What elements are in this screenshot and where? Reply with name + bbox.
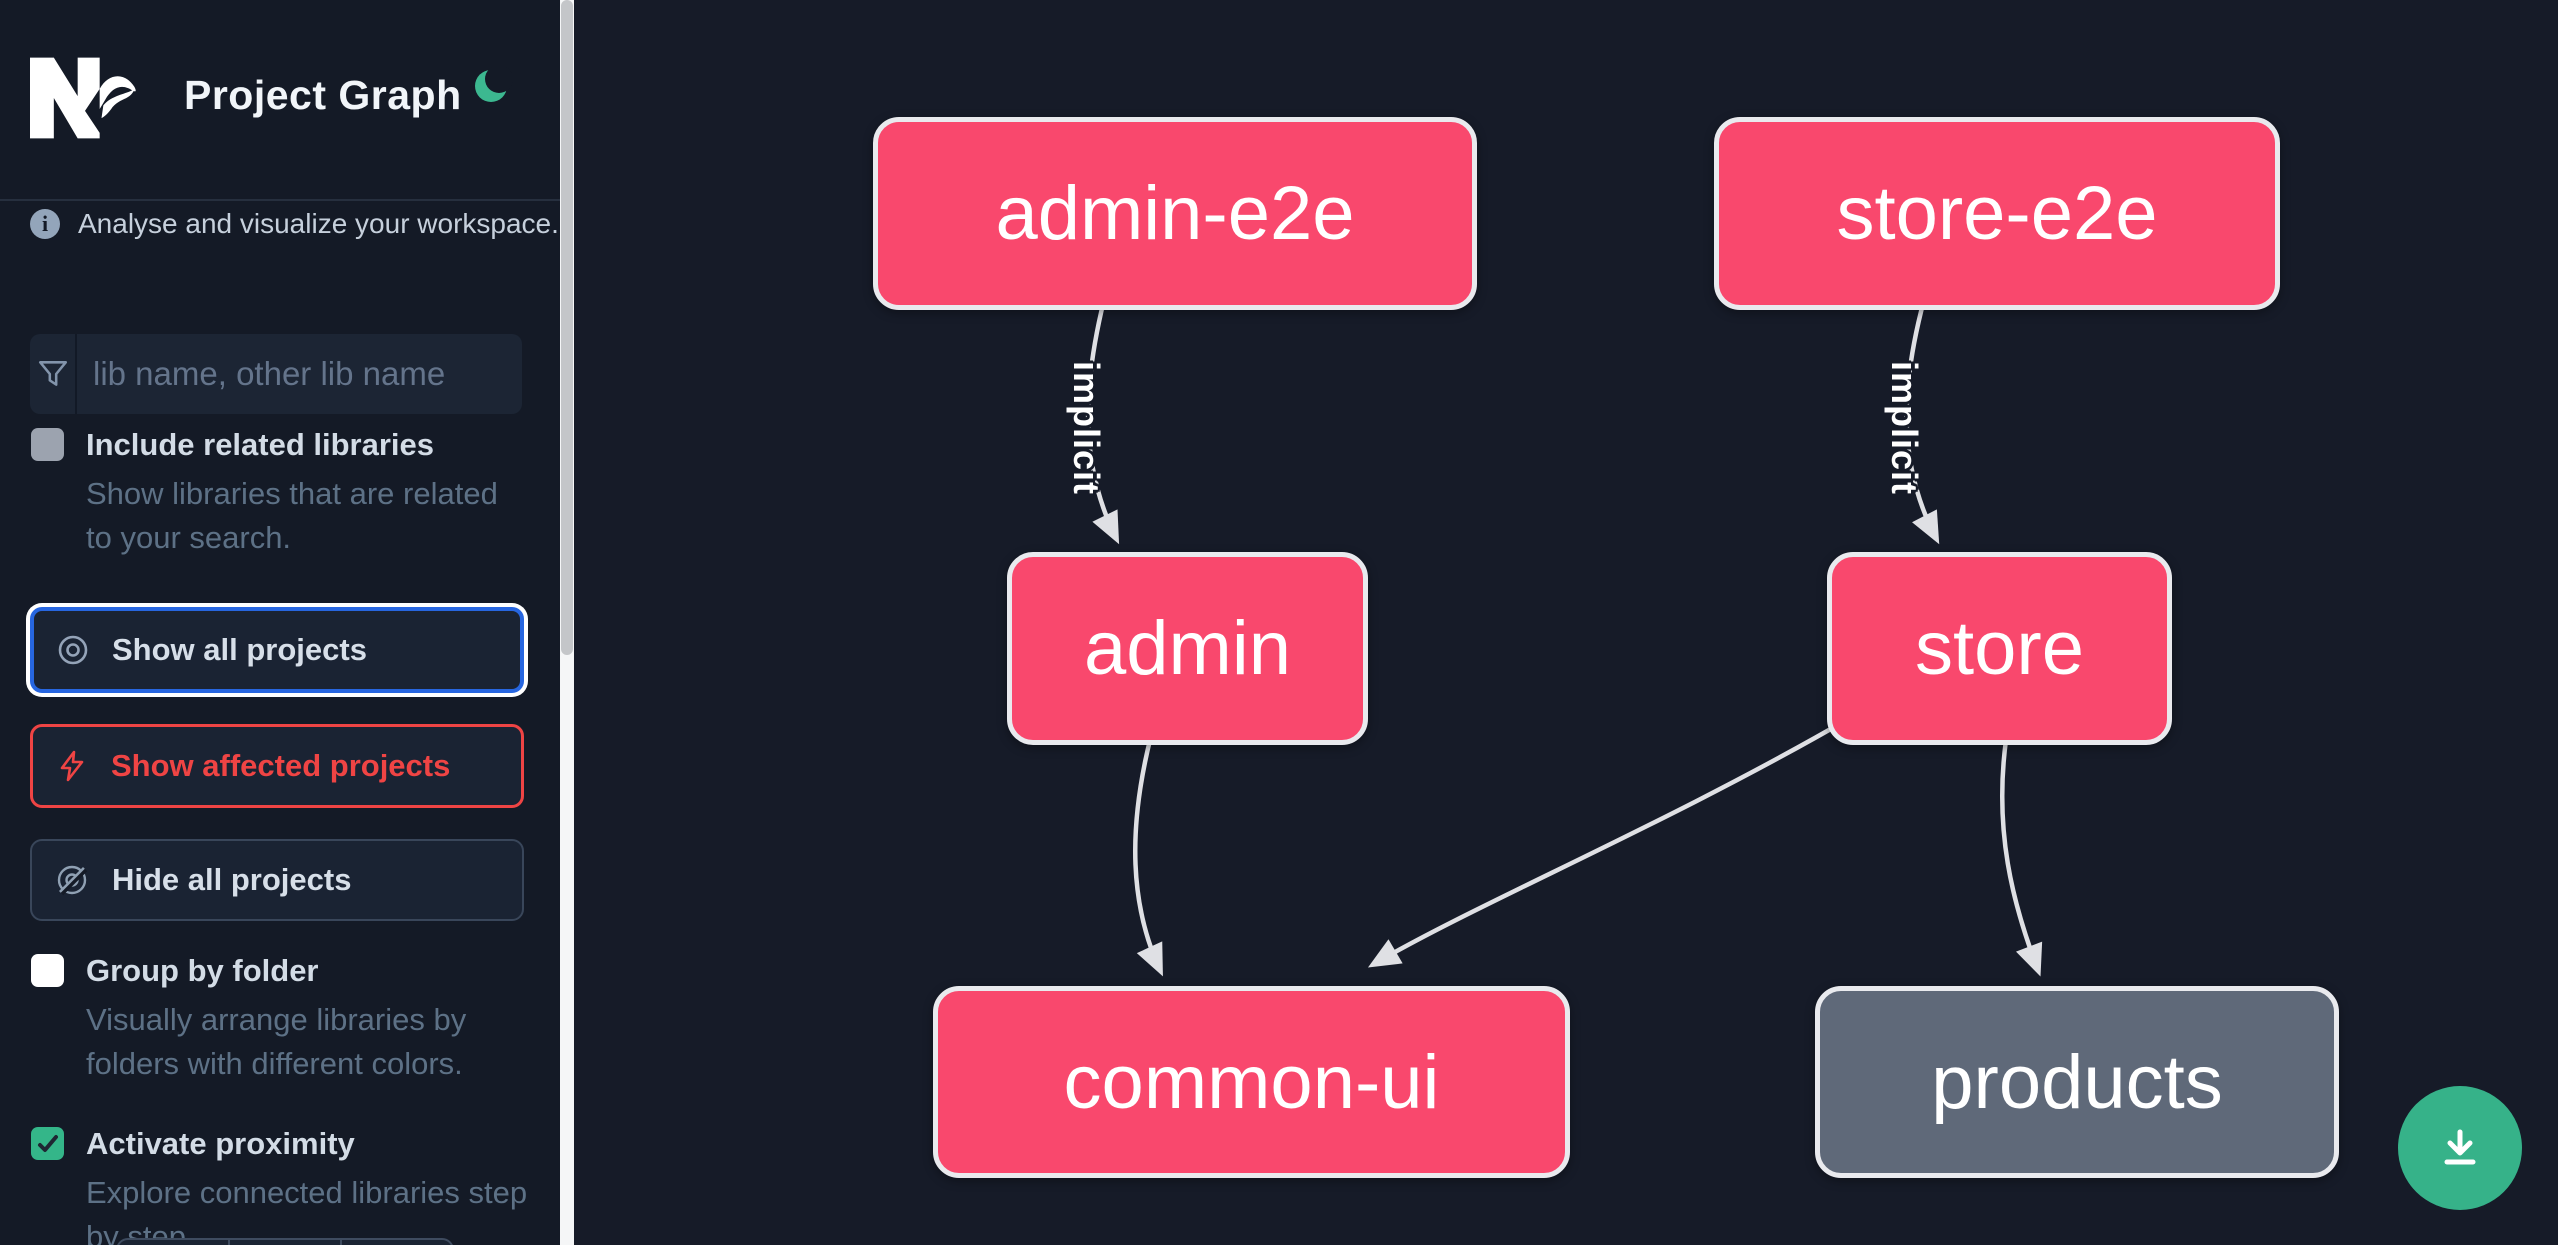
hide-all-projects-label: Hide all projects [112, 862, 352, 897]
moon-icon[interactable] [470, 64, 514, 108]
check-icon [37, 1134, 58, 1152]
edge-store-common-ui [1367, 716, 1852, 968]
node-label: store [1915, 606, 2084, 691]
stepper-segment[interactable] [342, 1240, 452, 1245]
toggle-label: Activate proximity [86, 1126, 355, 1161]
toggle-desc: Visually arrange libraries by folders wi… [86, 1002, 467, 1081]
node-label: admin [1084, 606, 1291, 691]
edge-admin-common-ui [1132, 739, 1163, 977]
checkbox-include-related[interactable] [31, 428, 64, 461]
toggle-activate-proximity: Activate proximity Explore connected lib… [31, 1123, 531, 1245]
stepper-segment[interactable] [230, 1240, 342, 1245]
eye-off-icon [57, 865, 88, 896]
nx-logo-icon [30, 57, 136, 139]
show-affected-projects-button[interactable]: Show affected projects [30, 724, 524, 808]
graph-node-store[interactable]: store [1827, 552, 2172, 745]
graph-node-common-ui[interactable]: common-ui [933, 986, 1570, 1178]
search-input[interactable] [77, 334, 522, 414]
edge-label-implicit: implicit [1066, 360, 1107, 496]
graph-canvas[interactable]: admin-e2e store-e2e admin store common-u… [574, 0, 2558, 1245]
checkbox-activate-proximity[interactable] [31, 1127, 64, 1160]
graph-node-admin[interactable]: admin [1007, 552, 1368, 745]
download-icon [2444, 1129, 2476, 1165]
toggle-label: Group by folder [86, 953, 319, 988]
toggle-label: Include related libraries [86, 427, 435, 462]
page-title: Project Graph [184, 72, 462, 118]
sidebar: Project Graph i Analyse and visualize yo… [0, 0, 560, 1245]
download-image-button[interactable] [2398, 1086, 2522, 1210]
toggle-desc: Show libraries that are related to your … [86, 476, 498, 555]
workspace-tagline-row: i Analyse and visualize your workspace. [30, 208, 559, 240]
hide-all-projects-button[interactable]: Hide all projects [30, 839, 524, 921]
sidebar-header: Project Graph [0, 0, 560, 201]
funnel-icon [30, 334, 77, 414]
graph-node-admin-e2e[interactable]: admin-e2e [873, 117, 1477, 310]
show-all-projects-button[interactable]: Show all projects [30, 607, 524, 693]
edge-store-products [2000, 739, 2043, 977]
toggle-group-by-folder: Group by folder Visually arrange librari… [31, 950, 531, 1086]
node-label: products [1931, 1039, 2223, 1125]
checkbox-group-by-folder[interactable] [31, 954, 64, 987]
graph-node-products[interactable]: products [1815, 986, 2339, 1178]
node-label: store-e2e [1836, 171, 2158, 256]
edge-label-implicit: implicit [1884, 360, 1925, 496]
scrollbar-thumb[interactable] [561, 0, 573, 655]
node-label: common-ui [1063, 1039, 1440, 1125]
node-label: admin-e2e [995, 171, 1355, 256]
graph-node-store-e2e[interactable]: store-e2e [1714, 117, 2280, 310]
sidebar-scrollbar[interactable] [560, 0, 574, 1245]
toggle-desc: Explore connected libraries step by step… [86, 1175, 528, 1245]
show-all-projects-label: Show all projects [112, 632, 367, 667]
toggle-include-related: Include related libraries Show libraries… [31, 424, 531, 560]
workspace-tagline: Analyse and visualize your workspace. [78, 208, 559, 239]
stepper-segment[interactable] [118, 1240, 230, 1245]
proximity-stepper[interactable] [116, 1238, 454, 1245]
search-box [30, 334, 522, 414]
info-icon: i [30, 209, 60, 239]
bolt-icon [60, 750, 84, 782]
eye-icon [58, 635, 88, 665]
show-affected-projects-label: Show affected projects [111, 748, 451, 783]
